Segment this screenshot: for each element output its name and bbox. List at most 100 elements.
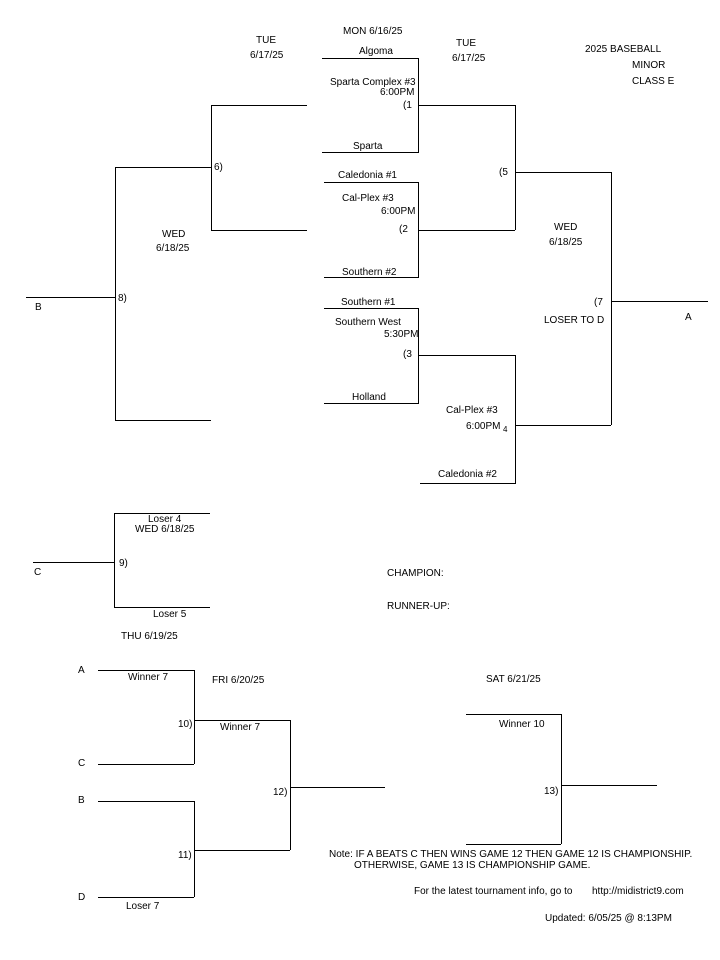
game10-in1: A	[78, 665, 85, 676]
game4-line-top	[418, 355, 515, 356]
game3-number: (3	[403, 349, 412, 360]
game7-date: 6/18/25	[549, 237, 583, 248]
game1-number: (1	[403, 100, 412, 111]
game6-line-bottom	[211, 230, 307, 231]
date-thu: THU 6/19/25	[121, 631, 178, 642]
game12-line-top	[194, 720, 290, 721]
game10-line-vert	[194, 670, 195, 764]
game5-line-top	[418, 105, 515, 106]
game3-time: 5:30PM	[384, 329, 419, 340]
game6-number: 6)	[214, 162, 223, 173]
title-line1: 2025 BASEBALL	[585, 44, 662, 55]
game4-number: 4	[503, 425, 508, 434]
date-tue2-day: TUE	[456, 38, 476, 49]
game7-line-top	[515, 172, 611, 173]
game7-out-label: A	[685, 312, 692, 323]
game12-line-bottom	[194, 850, 290, 851]
game1-site: Sparta Complex #3	[330, 77, 416, 88]
info-text: For the latest tournament info, go to	[414, 886, 573, 897]
game3-team1: Southern #1	[341, 297, 396, 308]
game12-number: 12)	[273, 787, 288, 798]
game12-line-out	[290, 787, 385, 788]
game2-site: Cal-Plex #3	[342, 193, 394, 204]
note-line1: Note: IF A BEATS C THEN WINS GAME 12 THE…	[329, 849, 693, 861]
game9-line-out	[33, 562, 114, 563]
game8-date: 6/18/25	[156, 243, 190, 254]
game6-line-vert	[211, 105, 212, 230]
game3-team2: Holland	[352, 392, 386, 403]
game11-number: 11)	[178, 850, 192, 861]
game7-line-out	[611, 301, 708, 302]
game1-team1: Algoma	[359, 46, 393, 57]
game1-team2: Sparta	[353, 141, 383, 152]
game8-number: 8)	[118, 293, 127, 304]
date-tue-day: TUE	[256, 35, 276, 46]
game7-day: WED	[554, 222, 578, 233]
game11-in2: D	[78, 892, 86, 903]
game2-team1: Caledonia #1	[338, 170, 397, 181]
game11-in1: B	[78, 795, 85, 806]
game5-number: (5	[499, 167, 508, 178]
game13-team1: Winner 10	[499, 719, 545, 730]
game7-line-bottom	[515, 425, 611, 426]
game13-number: 13)	[544, 786, 559, 797]
champion-label: CHAMPION:	[387, 568, 444, 579]
updated-text: Updated: 6/05/25 @ 8:13PM	[545, 913, 672, 924]
game1-time: 6:00PM	[380, 87, 415, 98]
game6-line-top	[211, 105, 307, 106]
game3-line-bottom	[324, 403, 418, 404]
game9-out-label: C	[34, 567, 42, 578]
game10-number: 10)	[178, 719, 193, 730]
game10-line-top	[98, 670, 194, 671]
game11-team2: Loser 7	[126, 901, 160, 912]
game7-note: LOSER TO D	[544, 315, 605, 326]
game13-line-out	[561, 785, 657, 786]
game9-line-vert	[114, 513, 115, 607]
game3-line-top	[324, 308, 418, 309]
game11-line-bottom	[98, 897, 194, 898]
game3-line-vert	[418, 308, 419, 404]
game8-line-out	[26, 297, 115, 298]
game2-number: (2	[399, 224, 408, 235]
game12-team1: Winner 7	[220, 722, 261, 733]
game10-line-bottom	[98, 764, 194, 765]
title-line3: CLASS E	[632, 76, 675, 87]
runnerup-label: RUNNER-UP:	[387, 601, 450, 612]
game13-line-vert	[561, 714, 562, 844]
game9-team2: Loser 5	[153, 609, 187, 620]
game8-day: WED	[162, 229, 186, 240]
game7-line-vert	[611, 172, 612, 425]
game8-line-top	[115, 167, 211, 168]
date-sat: SAT 6/21/25	[486, 674, 541, 685]
game11-line-top	[98, 801, 194, 802]
date-tue2-date: 6/17/25	[452, 53, 486, 64]
game5-line-vert	[515, 105, 516, 230]
game4-time: 6:00PM	[466, 421, 501, 432]
game1-line-bottom	[322, 152, 418, 153]
game4-line-vert	[515, 355, 516, 484]
game9-team1: Loser 4	[148, 514, 182, 525]
game8-out-label: B	[35, 302, 42, 313]
game1-line-top	[322, 58, 418, 59]
game2-team2: Southern #2	[342, 267, 397, 278]
note-line2: OTHERWISE, GAME 13 IS CHAMPIONSHIP GAME.	[354, 860, 591, 871]
game4-line-bottom	[420, 483, 515, 484]
info-link[interactable]: http://midistrict9.com	[592, 886, 684, 897]
game9-line-bottom	[114, 607, 210, 608]
game3-site: Southern West	[335, 317, 401, 328]
game9-line-top	[114, 513, 210, 514]
game11-line-vert	[194, 801, 195, 897]
game5-line-bottom	[418, 230, 515, 231]
date-mon: MON 6/16/25	[343, 26, 403, 37]
game4-site: Cal-Plex #3	[446, 405, 498, 416]
game8-line-bottom	[115, 420, 211, 421]
game10-in2: C	[78, 758, 86, 769]
game10-team1: Winner 7	[128, 672, 169, 683]
date-fri: FRI 6/20/25	[212, 675, 265, 686]
game9-number: 9)	[119, 558, 128, 569]
game13-line-top	[466, 714, 561, 715]
game2-time: 6:00PM	[381, 206, 416, 217]
date-tue-date: 6/17/25	[250, 50, 284, 61]
game13-line-bottom	[466, 844, 561, 845]
